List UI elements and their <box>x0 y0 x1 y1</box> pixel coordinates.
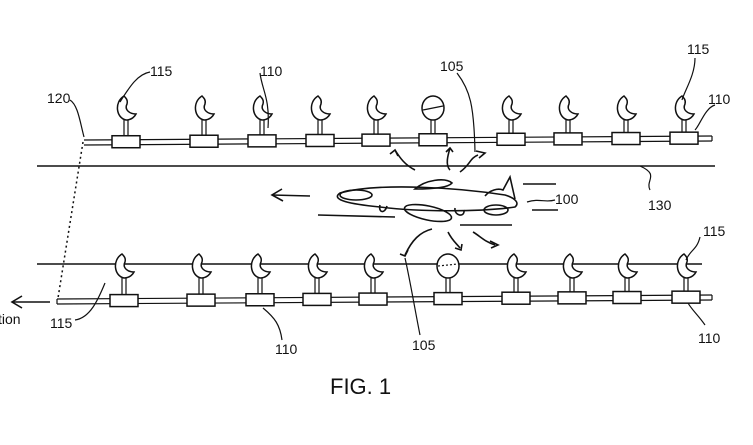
label-115-top-left: 115 <box>150 63 173 79</box>
carriage-box <box>611 131 641 146</box>
carriage-box <box>418 133 448 147</box>
carriage-box <box>496 132 526 147</box>
carriage-box <box>501 291 531 305</box>
sensor-unit <box>111 95 141 149</box>
bottom-row-units <box>109 253 701 308</box>
sensor-unit <box>496 95 526 147</box>
crescent-head <box>506 253 528 279</box>
sensor-unit <box>186 253 216 307</box>
carriage-box <box>361 133 391 147</box>
label-105-top: 105 <box>440 58 464 74</box>
robot-head <box>436 253 460 279</box>
label-110-bottom-right: 110 <box>698 330 721 346</box>
carriage-box <box>305 133 335 148</box>
carriage-box <box>557 291 587 305</box>
robot-unit <box>433 253 463 306</box>
sensor-unit <box>671 253 701 304</box>
leader-lines <box>69 57 716 341</box>
crescent-head <box>501 95 523 121</box>
carriage-box <box>358 292 388 306</box>
sensor-unit <box>189 95 219 148</box>
carriage-box <box>247 134 277 148</box>
top-rail <box>83 135 713 146</box>
sensor-unit <box>612 253 642 305</box>
dotted-connector <box>57 141 84 299</box>
direction-label: tion <box>0 311 21 327</box>
label-110-top-right: 110 <box>708 91 731 107</box>
crescent-head <box>363 253 385 279</box>
sensor-unit <box>501 253 531 305</box>
sensor-unit <box>358 253 388 306</box>
sensor-unit <box>245 253 275 307</box>
top-row-units <box>111 95 699 149</box>
sensor-unit <box>361 95 391 147</box>
carriage-box <box>669 131 699 145</box>
crescent-head <box>674 95 696 121</box>
crescent-head <box>676 253 698 279</box>
label-100: 100 <box>555 191 579 207</box>
crescent-head <box>558 95 580 121</box>
sensor-unit <box>611 95 641 146</box>
label-115-bottom-right: 115 <box>703 223 726 239</box>
crescent-head <box>116 95 138 121</box>
sensor-unit <box>305 95 335 148</box>
crescent-head <box>250 253 272 279</box>
sensor-unit <box>553 95 583 146</box>
carriage-box <box>433 291 463 306</box>
sensor-unit <box>109 253 139 308</box>
airflow-arrows <box>389 146 500 258</box>
crescent-head <box>617 253 639 279</box>
label-110-top-left: 110 <box>260 63 283 79</box>
carriage-box <box>302 292 332 307</box>
carriage-box <box>553 132 583 146</box>
crescent-head <box>616 95 638 121</box>
carriage-box <box>245 293 275 307</box>
label-115-bottom-left: 115 <box>50 315 73 331</box>
carriage-box <box>612 290 642 305</box>
sensor-unit <box>302 253 332 307</box>
robot-unit <box>418 95 448 147</box>
label-120: 120 <box>47 90 71 106</box>
sensor-unit <box>247 95 277 148</box>
crescent-head <box>252 95 274 121</box>
carriage-box <box>671 290 701 304</box>
label-110-bottom-left: 110 <box>275 341 298 357</box>
carriage-box <box>111 134 141 149</box>
sensor-unit <box>669 95 699 145</box>
aircraft <box>270 174 558 226</box>
label-105-bottom: 105 <box>412 337 436 353</box>
crescent-head <box>114 253 136 279</box>
crescent-head <box>366 95 388 121</box>
sensor-unit <box>557 253 587 305</box>
crescent-head <box>562 253 584 279</box>
direction-arrow <box>10 295 50 309</box>
label-130: 130 <box>648 197 672 213</box>
crescent-head <box>194 95 216 121</box>
crescent-head <box>191 253 213 279</box>
crescent-head <box>310 95 332 121</box>
carriage-box <box>186 293 216 307</box>
carriage-box <box>109 293 139 308</box>
label-115-top-right: 115 <box>687 41 710 57</box>
figure-caption: FIG. 1 <box>330 374 391 399</box>
carriage-box <box>189 134 219 148</box>
crescent-head <box>307 253 329 279</box>
